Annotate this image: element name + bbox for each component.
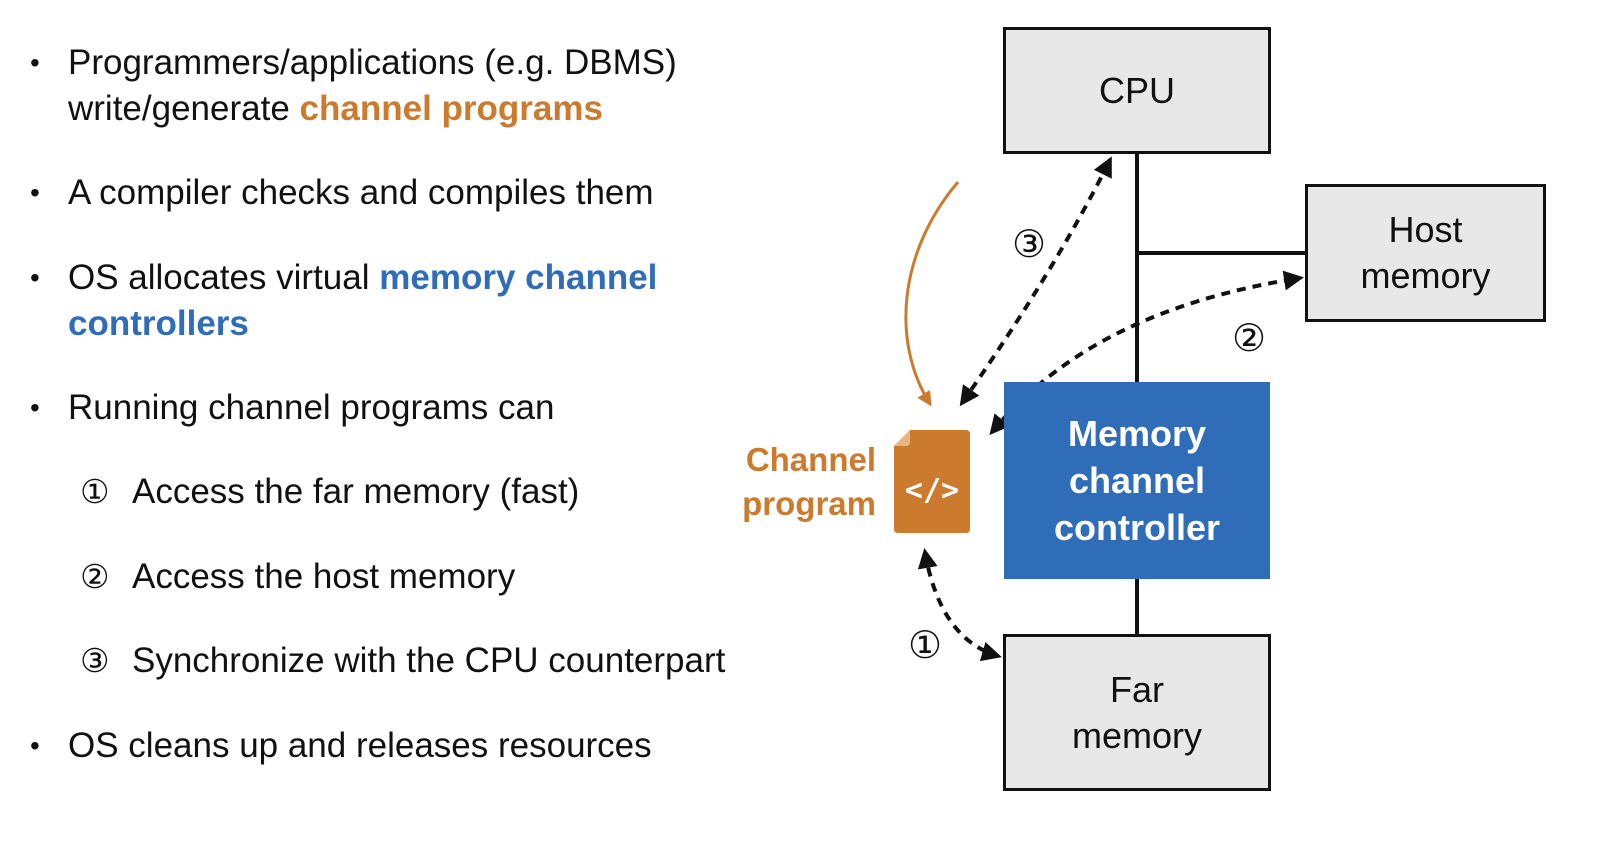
arrow-host-memory [989,270,1304,436]
host-memory-box: Host memory [1305,184,1546,322]
bullet-dot: • [30,47,40,78]
bullet-dot: • [30,730,40,761]
cpu-box: CPU [1003,27,1271,154]
mcc-label-line2: channel [1068,460,1206,501]
cpu-label: CPU [1098,69,1175,111]
bullet-text: OS cleans up and releases resources [68,726,652,765]
highlight-channel-programs: channel programs [299,89,603,128]
sub-item-text: Access the far memory (fast) [132,472,580,511]
bullet-text-pre: OS allocates virtual [68,258,380,297]
bullet-text: OS allocates virtual memory channel cont… [68,255,657,347]
far-memory-box: Far memory [1003,634,1271,791]
bullet-text-line1: Programmers/applications (e.g. DBMS) [68,43,677,82]
arrow-far-memory [917,548,1002,662]
sub-item-far-memory: ① Access the far memory (fast) [80,469,579,515]
circled-three: ③ [80,641,110,680]
bullet-dot: • [30,177,40,208]
arrow-sync-cpu [959,156,1112,407]
sub-item-text: Synchronize with the CPU counterpart [132,641,726,680]
compile-arrow [904,181,960,407]
channel-program-label-line1: Channel [745,441,876,478]
bullet-dot: • [30,262,40,293]
host-memory-label-line2: memory [1360,255,1491,296]
bullet-text: Running channel programs can [68,388,555,427]
highlight-memory-channel: memory channel [379,258,658,297]
mcc-label-line1: Memory [1067,413,1207,454]
highlight-controllers: controllers [68,304,249,343]
channel-program-label-line2: program [742,485,876,522]
bullet-list: • Programmers/applications (e.g. DBMS) w… [30,40,725,765]
label-two: ② [1232,316,1267,360]
sub-item-text: Access the host memory [132,557,516,596]
bullet-text: A compiler checks and compiles them [68,173,654,212]
memory-channel-controller-box: Memory channel controller [1004,382,1270,579]
circled-one: ① [80,472,110,511]
far-memory-label-line1: Far [1110,668,1164,710]
mcc-label-line3: controller [1053,507,1221,548]
label-three: ③ [1012,222,1047,266]
code-file-icon: </> [894,430,970,533]
bullet-text-line2: write/generate [68,89,300,128]
code-glyph: </> [905,473,959,508]
host-memory-label-line1: Host [1388,209,1463,250]
sub-item-synchronize: ③ Synchronize with the CPU counterpart [80,638,725,684]
circled-two: ② [80,557,110,596]
label-one: ① [908,623,943,667]
channel-program-label: Channel program [716,438,876,526]
bullet-dot: • [30,392,40,423]
far-memory-label-line2: memory [1071,714,1202,756]
sub-item-host-memory: ② Access the host memory [80,554,515,600]
bullet-text: Programmers/applications (e.g. DBMS) wri… [68,40,677,132]
